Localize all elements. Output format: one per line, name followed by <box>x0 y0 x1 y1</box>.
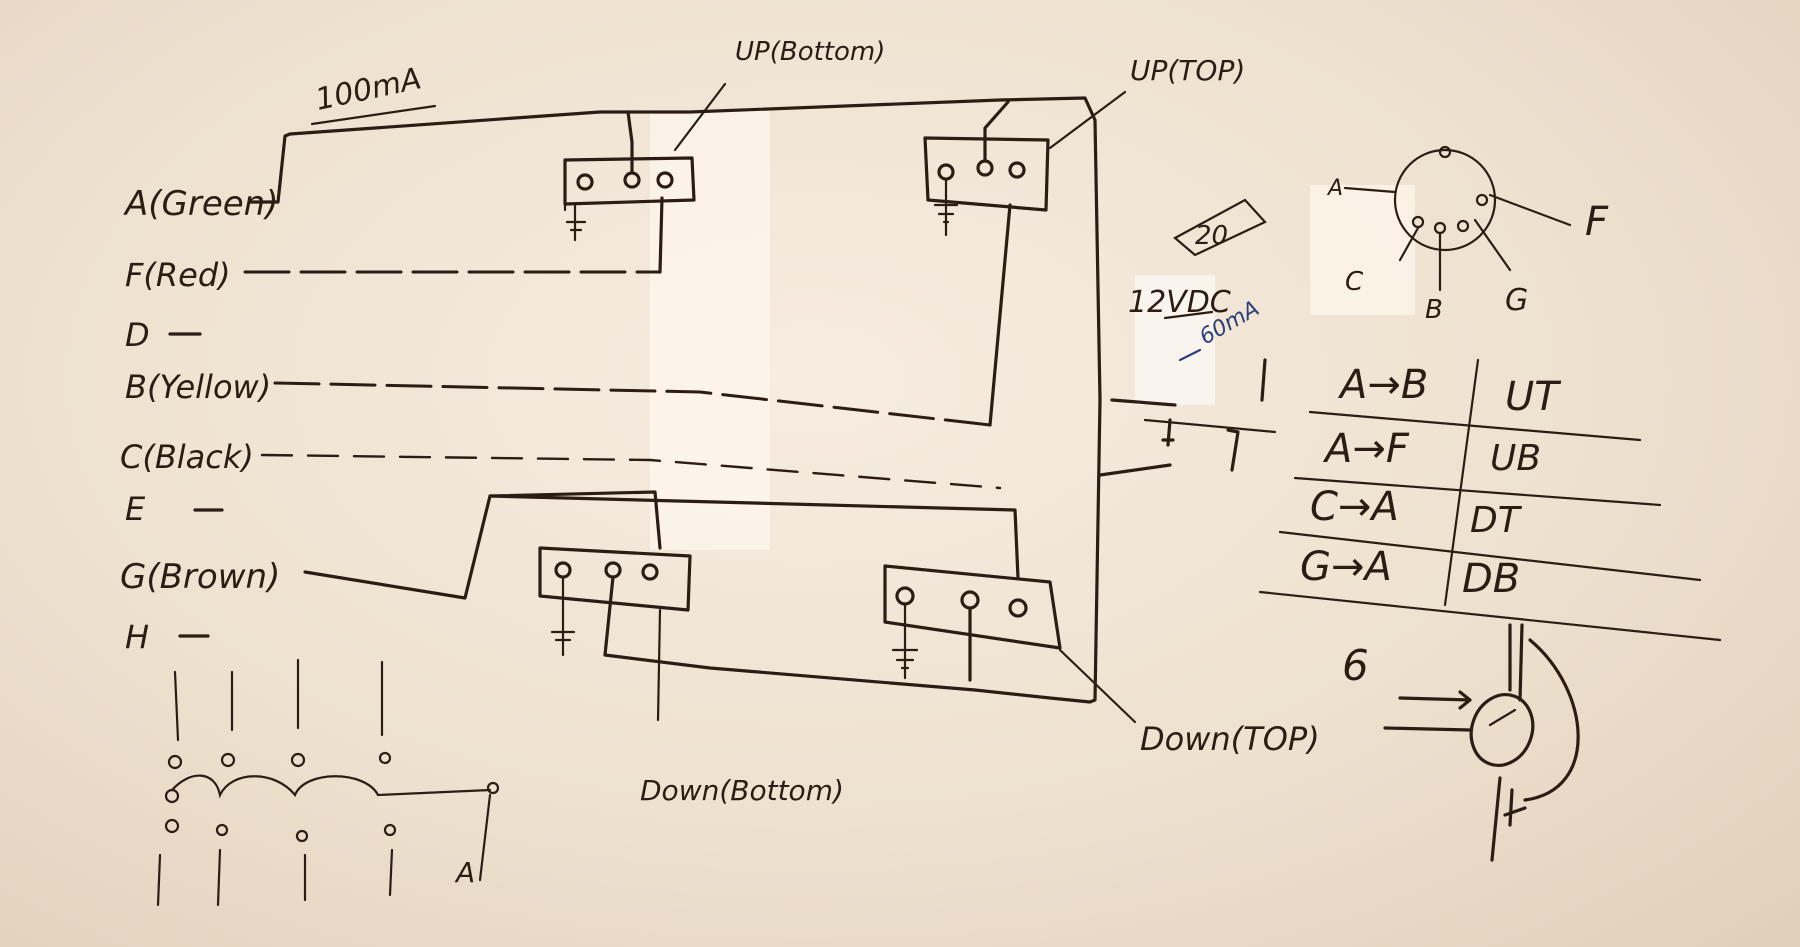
window-reflection <box>1310 185 1415 315</box>
supply-voltage-underline <box>1163 310 1214 320</box>
table-row-4-connection: G→A <box>1300 544 1392 590</box>
battery-symbol <box>1110 358 1277 472</box>
supply-current-pointer <box>1178 348 1202 362</box>
window-reflection <box>650 110 770 550</box>
switch-up-bottom <box>563 110 696 242</box>
connector-label-g: G <box>1505 283 1528 318</box>
connector-label-f: F <box>1585 199 1609 245</box>
wire-label-c: C(Black) <box>120 438 254 476</box>
connector-pinout <box>1343 145 1572 292</box>
wire-label-a: A(Green) <box>123 184 279 224</box>
wire-b-riser <box>988 203 1012 427</box>
down-top-label: Down(TOP) <box>1140 720 1320 758</box>
up-top-label: UP(TOP) <box>1130 54 1245 87</box>
table-row-1-connection: A→B <box>1337 362 1428 408</box>
table-row-2-connection: A→F <box>1322 426 1410 472</box>
bus-to-supply <box>1098 463 1172 477</box>
switch-down-top <box>883 564 1062 682</box>
table-row-1-code: UT <box>1505 374 1562 420</box>
supply-voltage-label: 12VDC <box>1128 285 1231 320</box>
wire-b <box>273 381 992 427</box>
ladder-label-a: A <box>454 856 475 889</box>
ladder-sketch <box>156 658 500 907</box>
wire-a <box>248 96 1102 704</box>
wire-label-g: G(Brown) <box>120 557 280 597</box>
down-top-pointer <box>1058 648 1137 724</box>
connector-label-a: A <box>1326 176 1343 201</box>
connector-label-c: C <box>1345 267 1364 297</box>
up-top-pointer <box>1048 90 1127 150</box>
svg-text:A(Green): A(Green) <box>123 184 279 224</box>
table-row-3-code: DT <box>1470 500 1523 541</box>
wire-c <box>260 453 1002 490</box>
switch-up-top <box>923 100 1050 237</box>
truth-table <box>1258 358 1722 642</box>
current-underline <box>310 104 437 126</box>
up-bottom-pointer <box>673 82 727 152</box>
table-row-3-connection: C→A <box>1310 484 1399 530</box>
relay-sketch <box>1383 623 1580 862</box>
tag-shape: 20 <box>1173 198 1267 257</box>
switch-down-bottom <box>538 546 977 722</box>
window-reflection <box>1135 275 1215 405</box>
up-bottom-label: UP(Bottom) <box>735 37 885 67</box>
number-label: 6 <box>1342 641 1369 690</box>
wire-g-bus <box>488 494 1020 580</box>
svg-text:20: 20 <box>1195 221 1228 251</box>
wire-f-riser <box>658 196 664 274</box>
table-row-2-code: UB <box>1490 438 1541 479</box>
wire-label-f: F(Red) <box>125 256 231 294</box>
connector-label-b: B <box>1425 295 1443 325</box>
wire-label-h: H <box>125 618 149 656</box>
wire-label-e: E <box>125 490 146 528</box>
table-row-4-code: DB <box>1462 556 1520 602</box>
wire-g <box>303 490 662 600</box>
down-bottom-label: Down(Bottom) <box>640 774 844 807</box>
wire-label-d: D <box>125 316 150 354</box>
wire-label-b: B(Yellow) <box>125 368 271 406</box>
